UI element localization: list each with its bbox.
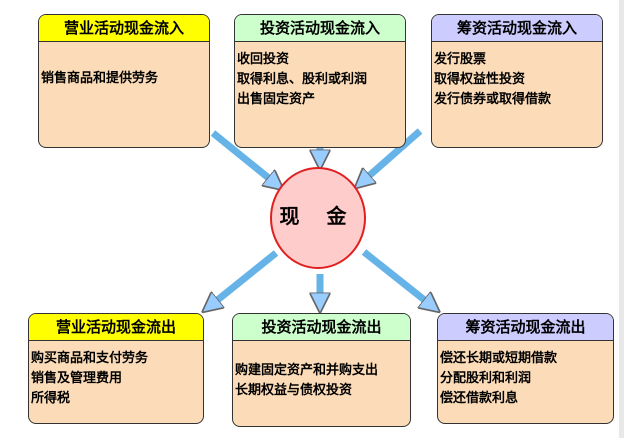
cash-circle [270, 167, 366, 269]
list-item: 取得权益性投资 [434, 72, 526, 87]
investing-inflow-box: 投资活动现金流入 收回投资 取得利息、股利或利润 出售固定资产 [234, 14, 406, 148]
box-title: 营业活动现金流入 [39, 15, 209, 42]
arrow-operating-in [210, 130, 276, 184]
list-item: 取得利息、股利或利润 [237, 72, 368, 87]
list-item: 长期权益与债权投资 [235, 383, 353, 398]
arrow-financing-in [362, 128, 423, 182]
box-title: 投资活动现金流入 [235, 15, 405, 42]
financing-outflow-box: 筹资活动现金流出 偿还长期或短期借款 分配股利和利润 偿还借款利息 [437, 313, 614, 424]
list-item: 偿还长期或短期借款 [440, 351, 558, 366]
arrow-financing-out [361, 249, 432, 306]
list-item: 发行股票 [434, 52, 487, 67]
list-item: 发行债券或取得借款 [434, 92, 552, 107]
list-item: 出售固定资产 [237, 92, 316, 107]
list-item: 销售商品和提供劳务 [41, 71, 159, 86]
arrow-operating-out [210, 250, 279, 306]
box-title: 投资活动现金流出 [233, 314, 410, 341]
list-item: 所得税 [31, 391, 71, 406]
box-title: 筹资活动现金流出 [438, 314, 613, 341]
list-item: 销售及管理费用 [31, 371, 123, 386]
operating-outflow-box: 营业活动现金流出 购买商品和支付劳务 销售及管理费用 所得税 [28, 313, 204, 424]
cash-label: 现 金 [279, 204, 357, 228]
box-title: 筹资活动现金流入 [432, 15, 602, 42]
box-title: 营业活动现金流出 [29, 314, 203, 341]
investing-outflow-box: 投资活动现金流出 购建固定资产和并购支出 长期权益与债权投资 [232, 313, 411, 427]
list-item: 购买商品和支付劳务 [31, 351, 149, 366]
list-item: 偿还借款利息 [440, 391, 519, 406]
financing-inflow-box: 筹资活动现金流入 发行股票 取得权益性投资 发行债券或取得借款 [431, 14, 603, 148]
list-item: 分配股利和利润 [440, 371, 532, 386]
list-item: 收回投资 [237, 52, 290, 67]
list-item: 购建固定资产和并购支出 [235, 363, 379, 378]
operating-inflow-box: 营业活动现金流入 销售商品和提供劳务 [38, 14, 210, 148]
right-edge [619, 0, 624, 438]
